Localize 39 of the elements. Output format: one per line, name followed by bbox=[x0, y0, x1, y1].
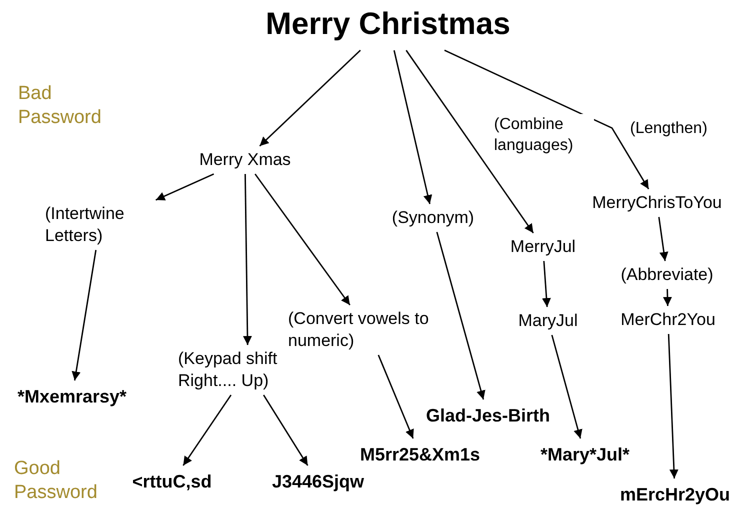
arrow bbox=[663, 288, 672, 306]
arrow bbox=[668, 334, 678, 479]
password-text: J3446Sjqw bbox=[272, 470, 364, 494]
step-text: (Convert vowels to numeric) bbox=[288, 308, 430, 352]
step-text: MerryChrisToYou bbox=[592, 192, 722, 214]
arrow bbox=[242, 174, 252, 345]
arrow bbox=[406, 50, 534, 234]
arrow bbox=[254, 174, 350, 306]
password-text: *Mxemrarsy* bbox=[17, 386, 127, 408]
arrow bbox=[378, 354, 414, 439]
arrow bbox=[72, 250, 97, 381]
step-text: (Intertwine Letters) bbox=[45, 203, 126, 247]
arrow bbox=[542, 260, 551, 308]
password-text: mErcHr2yOu bbox=[620, 484, 730, 506]
step-text: (Keypad shift Right.... Up) bbox=[178, 348, 278, 392]
arrow bbox=[263, 394, 308, 466]
arrow bbox=[259, 50, 361, 146]
password-text: M5rr25&Xm1s bbox=[360, 444, 480, 466]
step-text: (Synonym) bbox=[392, 207, 474, 229]
arrow bbox=[658, 216, 668, 262]
arrow bbox=[444, 50, 650, 190]
step-text: (Abbreviate) bbox=[620, 264, 714, 286]
edge-label: (Combine languages) bbox=[494, 114, 594, 156]
step-text: Merry Xmas bbox=[199, 149, 291, 171]
edge-label: (Lengthen) bbox=[630, 118, 708, 139]
arrow bbox=[182, 394, 232, 466]
root-phrase: Merry Christmas bbox=[266, 4, 510, 43]
password-text: Glad-Jes-Birth bbox=[426, 404, 550, 428]
arrow bbox=[436, 232, 486, 400]
step-text: MerryJul bbox=[510, 236, 576, 258]
password-text: <rttuC,sd bbox=[132, 470, 212, 494]
step-text: MerChr2You bbox=[620, 309, 716, 331]
side-label: Bad Password bbox=[18, 82, 102, 130]
arrow bbox=[393, 50, 432, 204]
arrow bbox=[551, 334, 582, 439]
arrow bbox=[156, 173, 214, 201]
side-label: Good Password bbox=[14, 457, 98, 505]
password-text: *Mary*Jul* bbox=[540, 444, 630, 466]
step-text: MaryJul bbox=[518, 310, 578, 332]
